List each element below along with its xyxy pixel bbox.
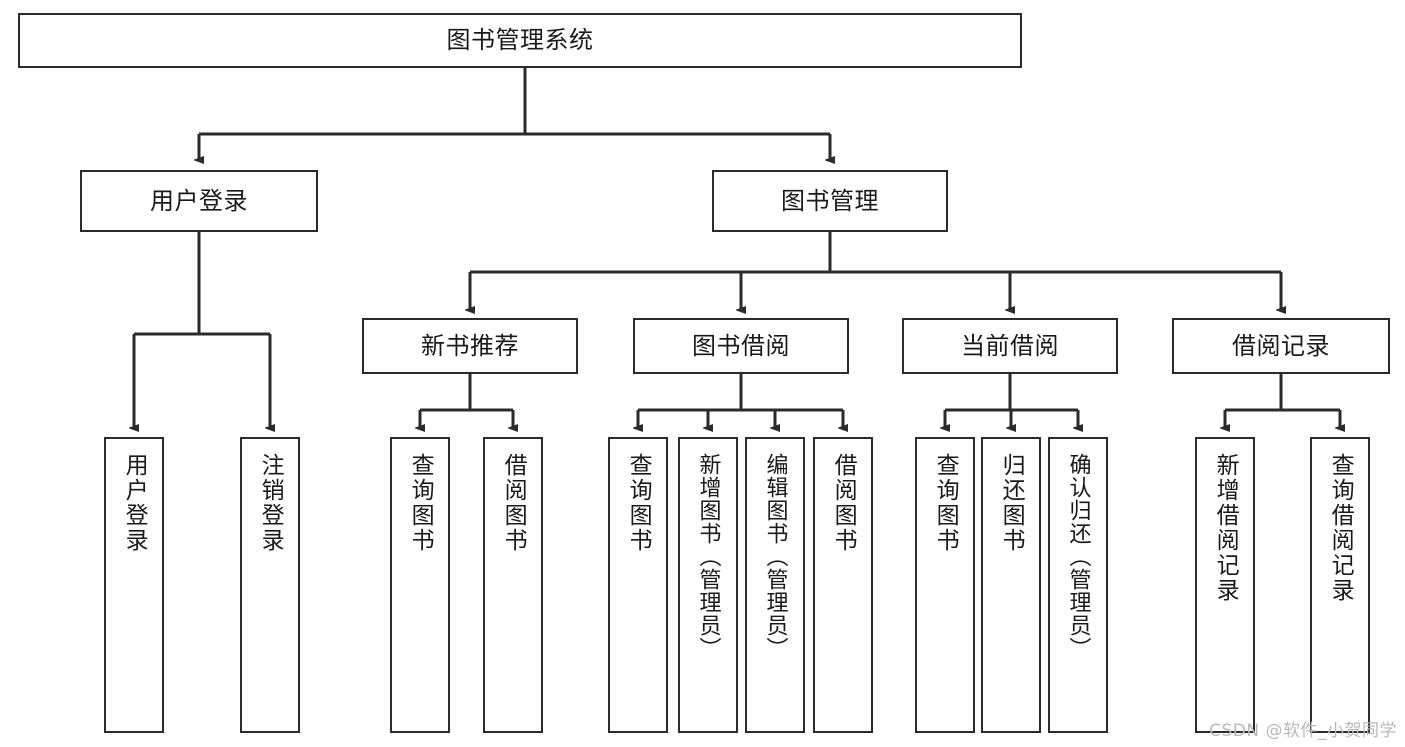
node-leaf-add-book[interactable]: 新增图书（管理员） — [678, 437, 738, 733]
node-current-borrow-label: 当前借阅 — [961, 331, 1059, 360]
node-book-borrow-label: 图书借阅 — [692, 331, 790, 360]
node-root-label: 图书管理系统 — [446, 26, 594, 55]
watermark: CSDN @软件_小贺同学 — [1209, 721, 1397, 741]
node-leaf-query-book-2-label: 查询图书 — [625, 453, 652, 553]
node-leaf-edit-book[interactable]: 编辑图书（管理员） — [745, 437, 805, 733]
node-leaf-user-login[interactable]: 用户登录 — [104, 437, 164, 733]
node-root[interactable]: 图书管理系统 — [18, 13, 1022, 68]
node-current-borrow[interactable]: 当前借阅 — [902, 318, 1118, 374]
node-leaf-confirm-return-label: 确认归还（管理员） — [1065, 453, 1091, 660]
node-leaf-borrow-book-2[interactable]: 借阅图书 — [813, 437, 873, 733]
node-leaf-query-book-1[interactable]: 查询图书 — [390, 437, 450, 733]
node-book-manage-label: 图书管理 — [781, 186, 879, 215]
node-leaf-add-record-label: 新增借阅记录 — [1212, 453, 1239, 603]
node-leaf-query-book-2[interactable]: 查询图书 — [608, 437, 668, 733]
node-borrow-record[interactable]: 借阅记录 — [1172, 318, 1390, 374]
node-leaf-user-login-label: 用户登录 — [121, 453, 148, 553]
node-leaf-add-book-label: 新增图书（管理员） — [695, 453, 721, 660]
node-leaf-query-book-3-label: 查询图书 — [932, 453, 959, 553]
node-leaf-query-record[interactable]: 查询借阅记录 — [1310, 437, 1370, 733]
node-leaf-query-book-1-label: 查询图书 — [407, 453, 434, 553]
node-leaf-borrow-book-1[interactable]: 借阅图书 — [483, 437, 543, 733]
node-user-login[interactable]: 用户登录 — [80, 170, 318, 232]
node-leaf-query-record-label: 查询借阅记录 — [1327, 453, 1354, 603]
node-leaf-confirm-return[interactable]: 确认归还（管理员） — [1048, 437, 1108, 733]
node-leaf-user-logout-label: 注销登录 — [257, 453, 284, 553]
node-leaf-borrow-book-2-label: 借阅图书 — [830, 453, 857, 553]
node-book-manage[interactable]: 图书管理 — [712, 170, 948, 232]
node-new-book-rec-label: 新书推荐 — [421, 331, 519, 360]
node-leaf-user-logout[interactable]: 注销登录 — [240, 437, 300, 733]
node-leaf-return-book-label: 归还图书 — [998, 453, 1025, 553]
node-leaf-return-book[interactable]: 归还图书 — [981, 437, 1041, 733]
node-leaf-edit-book-label: 编辑图书（管理员） — [762, 453, 788, 660]
node-leaf-query-book-3[interactable]: 查询图书 — [915, 437, 975, 733]
node-leaf-borrow-book-1-label: 借阅图书 — [500, 453, 527, 553]
node-book-borrow[interactable]: 图书借阅 — [633, 318, 849, 374]
node-user-login-label: 用户登录 — [150, 186, 248, 215]
node-new-book-rec[interactable]: 新书推荐 — [362, 318, 578, 374]
node-leaf-add-record[interactable]: 新增借阅记录 — [1195, 437, 1255, 733]
node-borrow-record-label: 借阅记录 — [1232, 331, 1330, 360]
